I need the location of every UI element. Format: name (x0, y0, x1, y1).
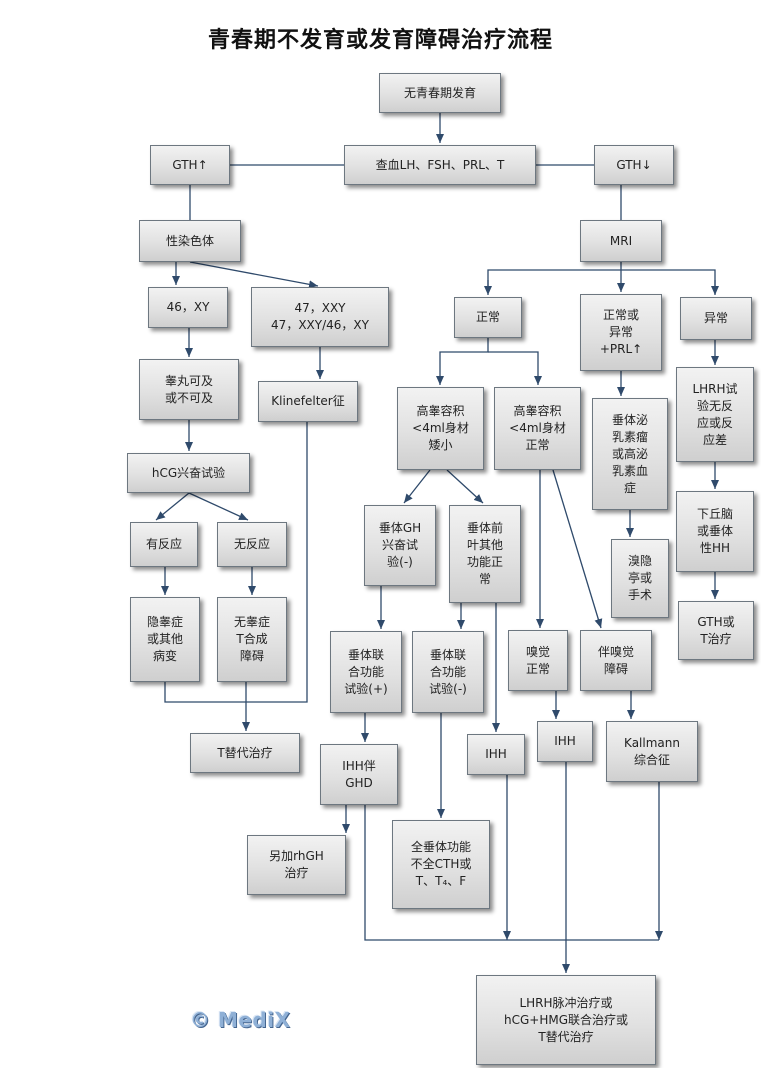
node-nonresponsive: 无反应 (217, 522, 287, 567)
node-hypothalamic-hh: 下丘脑 或垂体 性HH (676, 491, 754, 572)
node-anterior-pituitary: 垂体前 叶其他 功能正 常 (449, 505, 521, 603)
node-blood-test: 查血LH、FSH、PRL、T (344, 145, 536, 185)
node-responsive: 有反应 (130, 522, 198, 567)
node-normal-or-abnormal-prl: 正常或 异常 +PRL↑ (580, 294, 662, 371)
node-low-testis-short: 高睾容积 <4ml身材 矮小 (397, 387, 484, 470)
node-kallmann: Kallmann 综合征 (606, 721, 698, 782)
node-ihh-a: IHH (467, 734, 525, 775)
node-combined-negative: 垂体联 合功能 试验(-) (412, 631, 484, 713)
node-ihh-ghd: IHH伴 GHD (320, 744, 398, 805)
node-klinefelter: Klinefelter征 (258, 381, 358, 422)
node-47xxy: 47，XXY 47，XXY/46，XY (251, 287, 389, 347)
node-ihh-b: IHH (537, 721, 593, 762)
watermark-logo: © MediX (190, 1008, 291, 1032)
node-gth-or-t: GTH或 T治疗 (678, 601, 754, 660)
node-gth-up: GTH↑ (150, 145, 230, 185)
node-hcg-test: hCG兴奋试验 (127, 453, 250, 493)
node-cryptorchid: 隐睾症 或其他 病变 (130, 597, 200, 682)
node-combined-positive: 垂体联 合功能 试验(+) (330, 631, 402, 713)
node-final-treatment: LHRH脉冲治疗或 hCG+HMG联合治疗或 T替代治疗 (476, 975, 656, 1065)
node-gth-down: GTH↓ (594, 145, 674, 185)
node-mri-abnormal: 异常 (680, 297, 752, 340)
node-prolactinoma: 垂体泌 乳素瘤 或高泌 乳素血 症 (592, 398, 668, 510)
node-t-replacement: T替代治疗 (190, 733, 300, 773)
node-no-puberty: 无青春期发育 (379, 73, 501, 113)
node-low-testis-normal: 高睾容积 <4ml身材 正常 (494, 387, 581, 470)
node-add-rhgh: 另加rhGH 治疗 (247, 835, 346, 895)
node-lhrh-test: LHRH试 验无反 应或反 应差 (676, 367, 754, 462)
page-title: 青春期不发育或发育障碍治疗流程 (207, 27, 553, 53)
node-bromocriptine: 溴隐 亭或 手术 (611, 539, 669, 618)
node-smell-impaired: 伴嗅觉 障碍 (580, 630, 652, 691)
node-gh-test: 垂体GH 兴奋试 验(-) (364, 505, 436, 586)
node-mri: MRI (580, 220, 662, 262)
node-46xy: 46，XY (148, 287, 228, 328)
node-testis-palpable: 睾丸可及 或不可及 (139, 359, 239, 420)
node-panhypopituitarism: 全垂体功能 不全CTH或 T、T₄、F (392, 820, 490, 909)
node-anorchia: 无睾症 T合成 障碍 (217, 597, 287, 682)
connector-lines (155, 113, 719, 973)
node-sex-chromosome: 性染色体 (139, 220, 241, 262)
node-smell-normal: 嗅觉 正常 (508, 630, 568, 691)
node-mri-normal: 正常 (454, 297, 522, 338)
